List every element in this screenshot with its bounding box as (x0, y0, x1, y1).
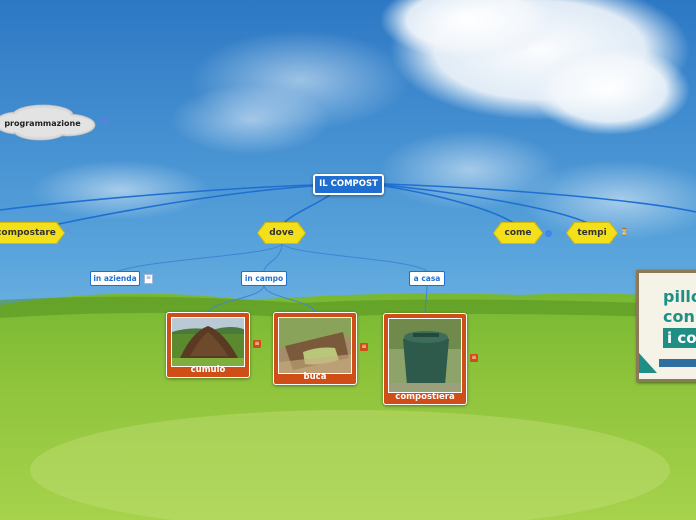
card-cumulo-label: cumulo (167, 365, 249, 375)
note-icon[interactable]: ✎ (66, 228, 72, 236)
root-label: IL COMPOST (319, 179, 378, 189)
card-compostiera[interactable]: compostiera (383, 313, 467, 405)
sub-in-azienda-label: in azienda (93, 274, 136, 283)
sub-a-casa[interactable]: a casa (409, 271, 445, 286)
sub-in-campo[interactable]: in campo (241, 271, 287, 286)
branch-compostare[interactable]: compostare (0, 223, 64, 243)
compost-pit-image (278, 317, 352, 374)
programmazione-label: programmazione (0, 103, 90, 141)
card-compostiera-label: compostiera (384, 392, 466, 402)
card-cumulo[interactable]: cumulo (166, 312, 250, 378)
branch-dove-label: dove (269, 228, 294, 238)
branch-come[interactable]: come (494, 223, 542, 243)
poster-line-2: con (663, 307, 695, 326)
link-icon[interactable] (102, 118, 108, 124)
card-buca[interactable]: buca (273, 312, 357, 385)
card-note-icon[interactable]: ≡ (253, 340, 261, 348)
compost-bin-image (388, 318, 462, 393)
poster-image[interactable]: pillo con i co (636, 270, 696, 382)
root-node[interactable]: IL COMPOST (313, 174, 384, 195)
card-buca-label: buca (274, 372, 356, 382)
poster-line-3: i co (663, 328, 696, 348)
branch-tempi[interactable]: tempi (567, 223, 617, 243)
sub-in-campo-label: in campo (245, 274, 283, 283)
collapse-dot-icon[interactable] (545, 230, 552, 237)
poster-line-1: pillo (663, 287, 696, 306)
hourglass-icon[interactable]: ⏳ (620, 228, 629, 236)
notes-icon[interactable]: ≡ (144, 274, 153, 284)
poster-logo (659, 359, 696, 367)
branch-compostare-label: compostare (0, 228, 56, 238)
card-note-icon[interactable]: ≡ (360, 343, 368, 351)
card-note-icon[interactable]: ≡ (470, 354, 478, 362)
sub-a-casa-label: a casa (414, 274, 441, 283)
branch-dove[interactable]: dove (258, 223, 305, 243)
sub-in-azienda[interactable]: in azienda (90, 271, 140, 286)
programmazione-node[interactable]: programmazione (0, 103, 100, 141)
branch-come-label: come (505, 228, 532, 238)
branch-tempi-label: tempi (577, 228, 606, 238)
poster-corner (639, 353, 657, 373)
compost-heap-image (171, 317, 245, 367)
